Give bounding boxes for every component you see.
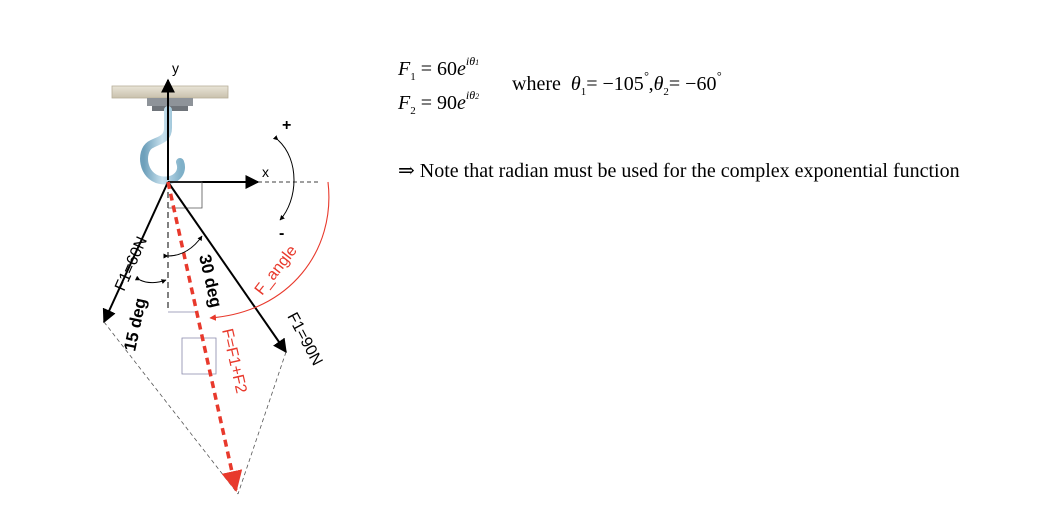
rotation-arrow [272,135,295,221]
angle-label: F_angle [252,242,301,298]
equation-f2: F2 = 90eiθ2 [398,88,480,117]
f2-label: F1=90N [283,310,325,369]
f1-label: F1=60N [112,234,151,293]
parallelogram-edge-1 [103,321,239,495]
positive-sign: + [282,117,291,134]
resultant-label: F=F1+F2 [218,327,249,395]
equation-f1: F1 = 60eiθ1 [398,54,480,83]
f2-vector [167,181,287,354]
angle-15-label: 15 deg [120,296,150,353]
angle-30-label: 30 deg [195,253,226,310]
resultant-vector [166,181,243,493]
y-axis-label: y [172,60,179,76]
angle-30-arc [163,235,203,259]
angle-arc [209,181,330,321]
note-text: ⇒ Note that radian must be used for the … [398,158,960,182]
negative-sign: - [279,225,284,242]
angle-15-arc [134,275,167,284]
f1-vector [102,181,169,324]
right-angle-marker [168,181,203,209]
hook-icon [140,106,185,185]
parallelogram-edge-2 [237,351,287,495]
right-angle-marker-2 [181,337,217,375]
x-axis-label: x [262,164,269,180]
equation-theta: where θ1= −105°,θ2= −60° [512,69,722,98]
